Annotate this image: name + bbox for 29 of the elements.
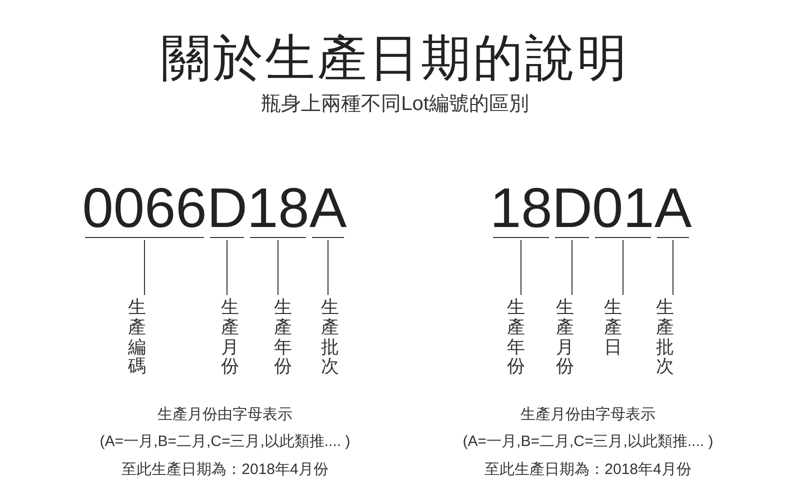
code-segment: 0066 (82, 180, 207, 236)
note-text: 生產月份由字母表示 (520, 405, 656, 425)
leader-line (226, 240, 228, 296)
code-segment: A (309, 180, 347, 236)
note-text: 生產月份由字母表示 (156, 405, 294, 425)
note-text: 至此生產日期為：2018年4月份 (120, 460, 330, 480)
note-text: (A=一月,B=二月,C=三月,以此類推.... ) (462, 432, 714, 452)
leader-line (520, 240, 522, 296)
code-segment: 18 (247, 180, 309, 236)
leader-line (622, 240, 624, 296)
vertical-label: 生產批次 (321, 298, 339, 378)
vertical-label: 生產年份 (507, 298, 525, 378)
code-segment: D (552, 180, 592, 236)
leader-line (144, 240, 145, 296)
vertical-label: 生產月份 (556, 298, 574, 378)
vertical-label: 生產年份 (274, 298, 292, 378)
title: 關於生產日期的說明 (160, 29, 630, 88)
code-segment: 01 (592, 180, 654, 236)
vertical-label: 生產批次 (656, 298, 674, 378)
code-segment: A (654, 180, 692, 236)
subtitle: 瓶身上兩種不同Lot編號的區別 (260, 92, 530, 116)
leader-line (672, 240, 674, 296)
vertical-label: 生產日 (604, 298, 622, 358)
code-segment: 18 (490, 180, 552, 236)
note-text: 至此生產日期為：2018年4月份 (484, 460, 692, 480)
vertical-label: 生產編碼 (128, 298, 146, 378)
code-segment: D (207, 180, 247, 236)
note-text: (A=一月,B=二月,C=三月,以此類推.... ) (98, 432, 352, 452)
vertical-label: 生產月份 (221, 298, 239, 378)
